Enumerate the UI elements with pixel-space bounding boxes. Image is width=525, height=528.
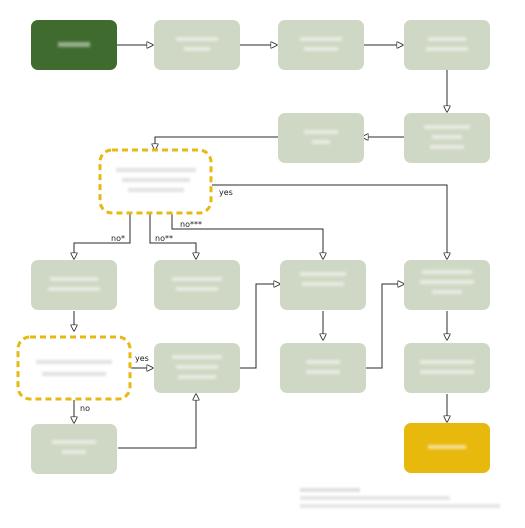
- edge-decision1-no-triple-star: [171, 214, 323, 259]
- edge-n6-to-decision1: [155, 136, 278, 150]
- process-node-13: [280, 343, 366, 393]
- edge-decision1-yes: [212, 184, 447, 259]
- edge-decision1-no-star: [74, 214, 131, 259]
- process-node-14: [404, 343, 490, 393]
- edge-n11-to-n9: [240, 284, 280, 369]
- edge-label-no-star: no*: [111, 234, 125, 243]
- blurred-node-text: [36, 37, 474, 454]
- edge-label-no-double-star: no**: [155, 234, 173, 243]
- edge-n13-to-n10: [366, 284, 404, 369]
- process-node-6: [278, 113, 364, 163]
- edge-label-no-triple-star: no***: [180, 220, 202, 229]
- edges: [74, 45, 447, 449]
- process-node-3: [278, 20, 364, 70]
- process-node-10: [404, 260, 490, 310]
- edge-decision1-no-double-star: [149, 214, 196, 259]
- edge-label-yes-1: yes: [219, 188, 233, 197]
- footnote-block: [300, 486, 515, 508]
- edge-labels: yes no* no** no*** yes no: [80, 188, 233, 413]
- process-node-2: [154, 20, 240, 70]
- process-node-7: [31, 260, 117, 310]
- edge-label-no-2: no: [80, 404, 90, 413]
- process-node-8: [154, 260, 240, 310]
- edge-n12-to-n11: [118, 394, 196, 449]
- decision-node-2: [16, 335, 132, 401]
- process-node-4: [404, 20, 490, 70]
- edge-label-yes-2: yes: [135, 354, 149, 363]
- process-node-12: [31, 424, 117, 474]
